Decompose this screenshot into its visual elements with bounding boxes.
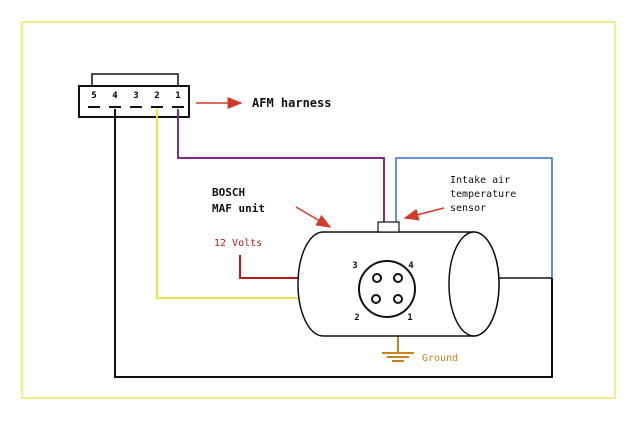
- maf-pin-4-socket: [393, 273, 403, 283]
- maf-pin-4-label: 4: [408, 261, 414, 271]
- purple-wire: [177, 109, 385, 222]
- connector-pin-4: 4: [112, 91, 118, 101]
- connector-pin-3: 3: [133, 91, 138, 101]
- sensor-arrow: [403, 207, 445, 221]
- sensor-label-line1: Intake air: [450, 175, 510, 186]
- maf-title-line1: BOSCH: [212, 186, 245, 199]
- black-ground-wire: [114, 109, 553, 378]
- maf-plug: [358, 260, 416, 318]
- maf-title-line2: MAF unit: [212, 202, 265, 215]
- air-temp-sensor-stub: [377, 221, 400, 233]
- maf-pin-1-label: 1: [407, 313, 412, 323]
- maf-pin-2-socket: [371, 294, 381, 304]
- sensor-label-line2: temperature: [450, 189, 516, 200]
- ground-symbol: [382, 352, 414, 362]
- twelve-volts-label: 12 Volts: [214, 238, 262, 249]
- afm-harness-label: AFM harness: [252, 96, 331, 110]
- maf-pin-1-socket: [393, 294, 403, 304]
- blue-wire: [395, 157, 553, 278]
- connector-pin-5: 5: [91, 91, 96, 101]
- maf-pin-3-socket: [372, 273, 382, 283]
- maf-pin-3-label: 3: [352, 261, 357, 271]
- afm-connector: 5 4 3 2 1: [78, 73, 190, 118]
- connector-pin-2: 2: [154, 91, 159, 101]
- maf-pin-2-label: 2: [354, 313, 359, 323]
- sensor-label-line3: sensor: [450, 203, 486, 214]
- ground-label: Ground: [422, 353, 458, 364]
- connector-body: [78, 85, 190, 118]
- maf-cylinder: [297, 231, 552, 337]
- maf-arrow: [295, 206, 332, 228]
- outer-border: [21, 21, 616, 399]
- connector-pin-1: 1: [175, 91, 180, 101]
- cylinder-end: [448, 231, 500, 337]
